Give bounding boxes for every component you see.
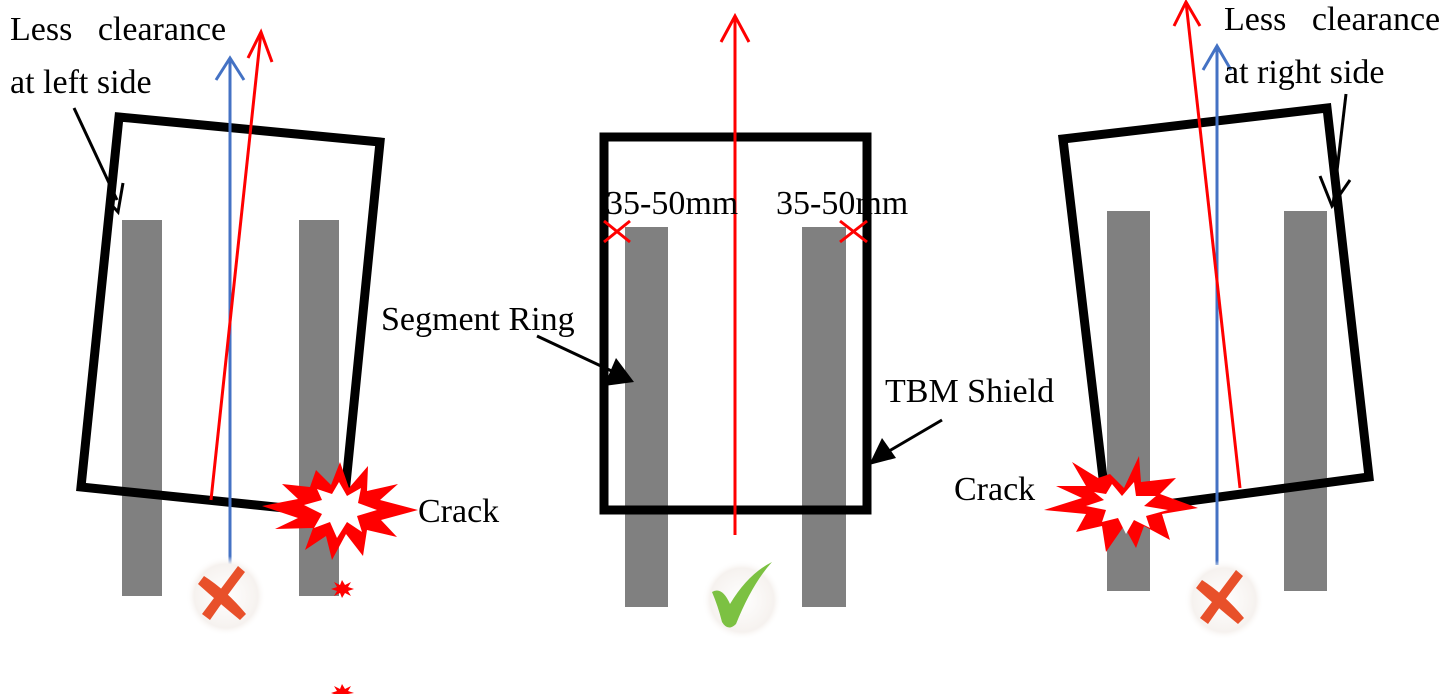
segment-bar-right-b (1284, 211, 1327, 591)
less-clearance-left-line2: at left side (10, 64, 152, 101)
leader-right-arrow-icon (1318, 175, 1352, 210)
gap-label-left: 35-50mm (606, 185, 738, 222)
segment-bar-mid-a (625, 227, 668, 607)
leader-segment-ring-arrow-icon (604, 358, 634, 386)
tbm-axis-right-arrow-icon (1172, 0, 1202, 27)
tbm-axis-right (1184, 1, 1242, 489)
right-panel: Less clearance at right side Crack (954, 0, 1440, 640)
leader-tbm-shield-arrow-icon (869, 438, 896, 465)
leader-left (72, 107, 119, 201)
design-axis-left-arrow-icon (214, 55, 246, 81)
tbm-shield-label: TBM Shield (885, 373, 1054, 410)
leader-tbm-shield (883, 418, 943, 456)
wrong-mark-right-icon (1196, 570, 1244, 624)
segment-bar-mid-b (802, 227, 846, 607)
clearance-marker-left-icon (603, 219, 631, 244)
crack-left-small-icon-2 (331, 684, 354, 694)
leader-right (1331, 93, 1348, 206)
design-axis-right-arrow-icon (1201, 43, 1233, 71)
less-clearance-left-line1: Less clearance (10, 11, 226, 48)
middle-panel: 35-50mm 35-50mm Segment Ring TBM Shield (381, 12, 1054, 640)
segment-ring-label: Segment Ring (381, 301, 575, 338)
crack-right-burst-core (1086, 482, 1168, 534)
check-mark-icon (712, 562, 772, 628)
crack-left-burst-core (304, 482, 377, 538)
less-clearance-right-line1: Less clearance (1224, 1, 1440, 38)
less-clearance-right-line2: at right side (1224, 54, 1385, 91)
left-panel: Less clearance at left side Crack (10, 11, 499, 694)
crack-left-label: Crack (418, 493, 499, 530)
tbm-axis-left (209, 31, 263, 501)
clearance-marker-right-icon (839, 219, 868, 244)
leader-segment-ring (536, 334, 619, 376)
tbm-axis-middle-arrow-icon (719, 12, 751, 43)
wrong-mark-left-icon (198, 566, 246, 620)
gap-label-right: 35-50mm (776, 185, 908, 222)
leader-left-arrow-icon (105, 182, 125, 216)
segment-bar-left-a (122, 220, 162, 596)
crack-left-small-icon (331, 580, 354, 598)
crack-right-label: Crack (954, 471, 1035, 508)
tbm-axis-left-arrow-icon (246, 28, 274, 63)
shield-right (1058, 103, 1374, 518)
